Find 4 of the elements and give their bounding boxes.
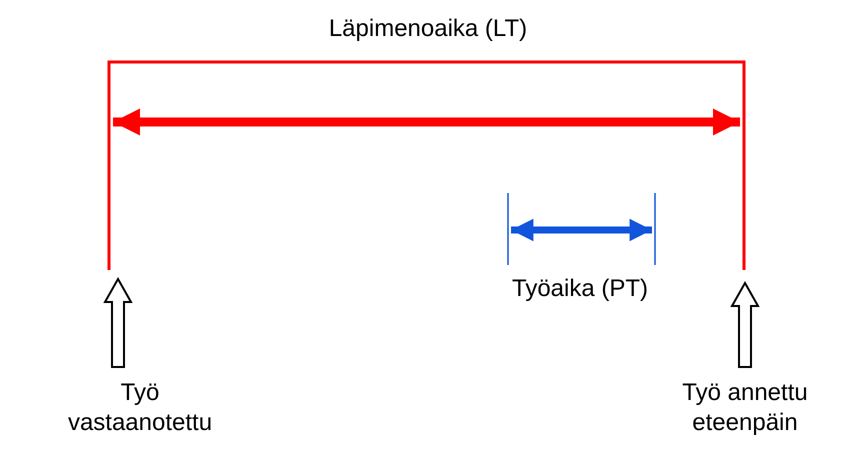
dimension-label: Läpimenoaika (LT) (328, 14, 528, 44)
event-label: Työ annettu eteenpäin (681, 378, 809, 438)
dimension-label: Työaika (PT) (510, 274, 650, 304)
event-label: Työ vastaanotettu (66, 378, 214, 438)
